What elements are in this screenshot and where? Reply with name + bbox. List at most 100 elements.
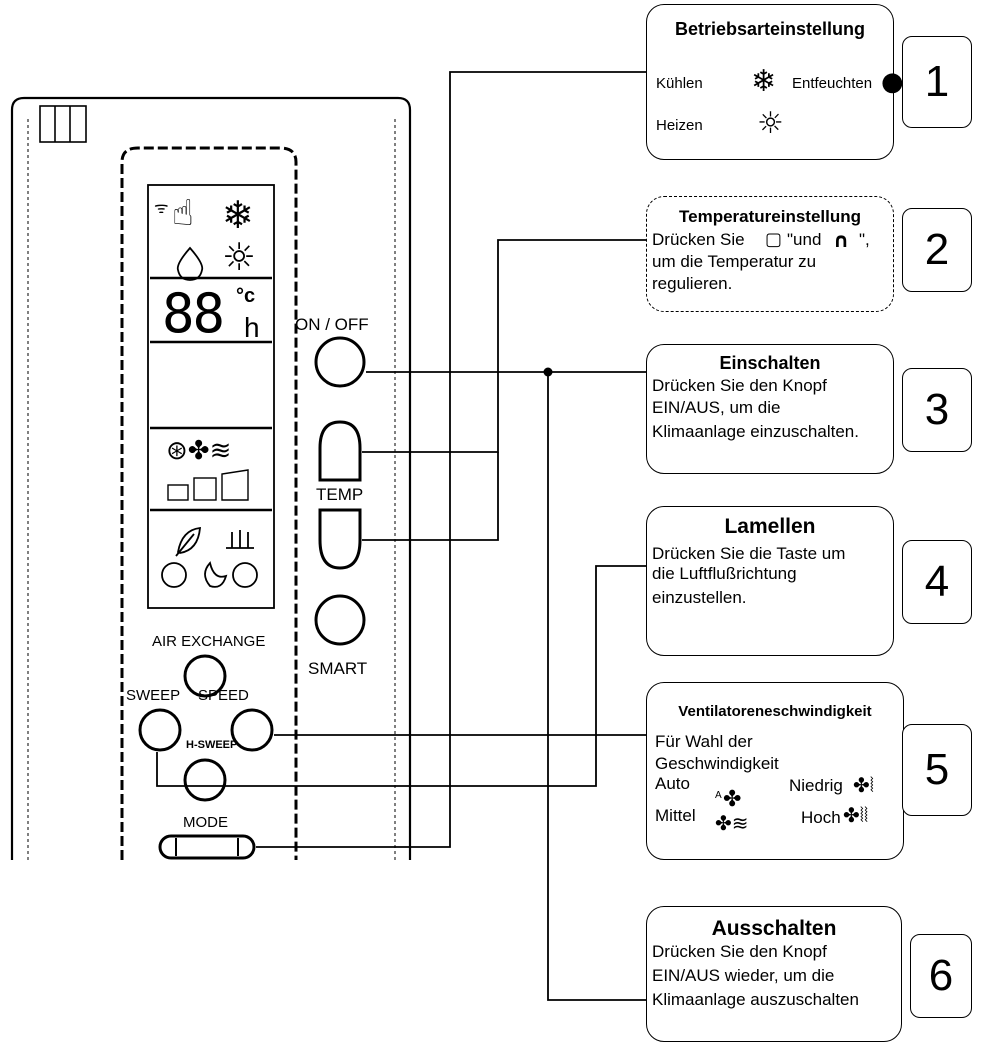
card-line-1: Drücken Sie den Knopf [652,942,827,961]
fan-mode-icons: ⊛✤≋ [166,436,232,466]
sweep-label: SWEEP [126,687,181,704]
card-fan-speed: Ventilatoreneschwindigkeit Für Wahl der … [646,682,904,860]
sun-icon: ☼ [757,106,784,141]
step-number-2: 2 [902,208,972,292]
temp-down-button[interactable] [318,508,362,570]
step-number-6: 6 [910,934,972,1018]
card-title: Temperatureinstellung [679,207,861,226]
connector-on-off-to-card-6 [547,372,648,1001]
connector-h-sweep-to-card-4 [156,565,648,787]
lcd-screen [147,184,275,609]
fan-medium-label: Mittel [655,806,696,825]
card-line-3: Klimaanlage einzuschalten. [652,422,859,441]
snowflake-icon: ❄ [751,64,777,99]
fan-auto-mark: A [715,790,722,801]
lcd-unit-h: h [244,312,260,343]
mode-button[interactable] [158,834,256,860]
connector-temp-down-to-card-2 [362,452,499,541]
lcd-unit-c: °c [236,285,256,307]
card-line-2: EIN/AUS wieder, um die [652,966,835,985]
heater-icon [226,530,254,549]
card-temperature-setting: Temperatureinstellung Drücken Sie ▢ "und… [646,196,894,312]
temp-line-1b: "und [787,230,822,249]
round-icon-3 [232,562,258,588]
snowflake-icon: ❄ [222,193,254,237]
step-number-5: 5 [902,724,972,816]
temp-line-3: regulieren. [652,274,733,293]
connector-mode-to-card-1 [256,71,648,848]
fan-high-icon: ✤⦚⦚ [843,803,869,827]
leaf-icon [175,526,201,557]
card-line-2: die Luftflußrichtung [652,564,797,583]
card-line-2: EIN/AUS, um die [652,398,781,417]
mode-cool-label: Kühlen [656,75,703,92]
air-exchange-label: AIR EXCHANGE [152,633,266,650]
fan-level-2 [193,477,217,501]
fan-medium-icon: ✤≋ [715,811,749,835]
remote-buttons [138,336,366,860]
temp-up-icon: ∩ [833,228,850,252]
wifi-icon: ᯤ [154,198,169,217]
card-title: Ausschalten [711,917,837,940]
fan-auto-label: Auto [655,774,690,793]
temp-line-1a: Drücken Sie [652,230,745,249]
smart-button[interactable] [314,594,366,646]
step-number-3: 3 [902,368,972,452]
moon-icon [204,561,228,588]
card-title: Lamellen [724,515,816,538]
remote-control [10,96,412,860]
droplet-icon: ● [881,67,904,97]
fan-line-1: Für Wahl der [655,732,753,751]
card-louvers: Lamellen Drücken Sie die Taste um die Lu… [646,506,894,656]
card-switch-on: Einschalten Drücken Sie den Knopf EIN/AU… [646,344,894,474]
speed-label: SPEED [198,687,249,704]
temp-line-2: um die Temperatur zu [652,252,817,271]
temp-line-1c: ", [859,230,870,249]
lcd-icons [161,246,258,588]
card-line-1: Drücken Sie die Taste um [652,544,846,563]
mode-label: MODE [183,814,228,831]
round-icon-1 [161,562,187,588]
card-title: Ventilatoreneschwindigkeit [678,703,872,720]
mode-heat-label: Heizen [656,117,703,134]
h-sweep-label: H-SWEEP [186,739,238,751]
lcd-digits: 88 [162,282,225,345]
fan-level-3 [221,469,249,501]
connector-temp-up-to-card-2 [362,239,648,453]
battery-latch [39,105,87,143]
temp-up-button[interactable] [318,420,362,482]
step-number-1: 1 [902,36,972,128]
card-line-3: einzustellen. [652,588,747,607]
step-number-4: 4 [902,540,972,624]
hand-icon: ☝ [172,193,194,234]
droplet-icon [176,246,204,281]
card-switch-off: Ausschalten Drücken Sie den Knopf EIN/AU… [646,906,902,1042]
card-mode-setting: Betriebsarteinstellung Kühlen ❄ Entfeuch… [646,4,904,160]
fan-low-label: Niedrig [789,776,843,795]
mode-dry-label: Entfeuchten [792,75,873,92]
on-off-button[interactable] [314,336,366,388]
sun-icon: ☼ [222,235,257,279]
fan-auto-icon: ✤ [723,787,742,812]
sweep-button[interactable] [138,708,182,752]
air-exchange-button[interactable] [183,654,227,698]
fan-level-1 [167,484,189,501]
temp-label: TEMP [316,485,364,504]
temp-down-icon: ▢ [765,229,783,250]
card-line-1: Drücken Sie den Knopf [652,376,827,395]
connector-lines [156,71,648,1001]
speed-button[interactable] [230,708,274,752]
fan-low-icon: ✤⦚ [853,773,874,797]
on-off-label: ON / OFF [295,315,369,334]
remote-outline [10,96,412,860]
h-sweep-button[interactable] [183,758,227,802]
fan-high-label: Hoch [801,808,841,827]
card-line-3: Klimaanlage auszuschalten [652,990,859,1009]
display-bezel [120,146,298,860]
junction-dot [543,367,553,377]
smart-label: SMART [308,659,368,678]
card-title: Betriebsarteinstellung [674,19,866,39]
fan-line-2: Geschwindigkeit [655,754,779,773]
card-title: Einschalten [719,353,821,373]
